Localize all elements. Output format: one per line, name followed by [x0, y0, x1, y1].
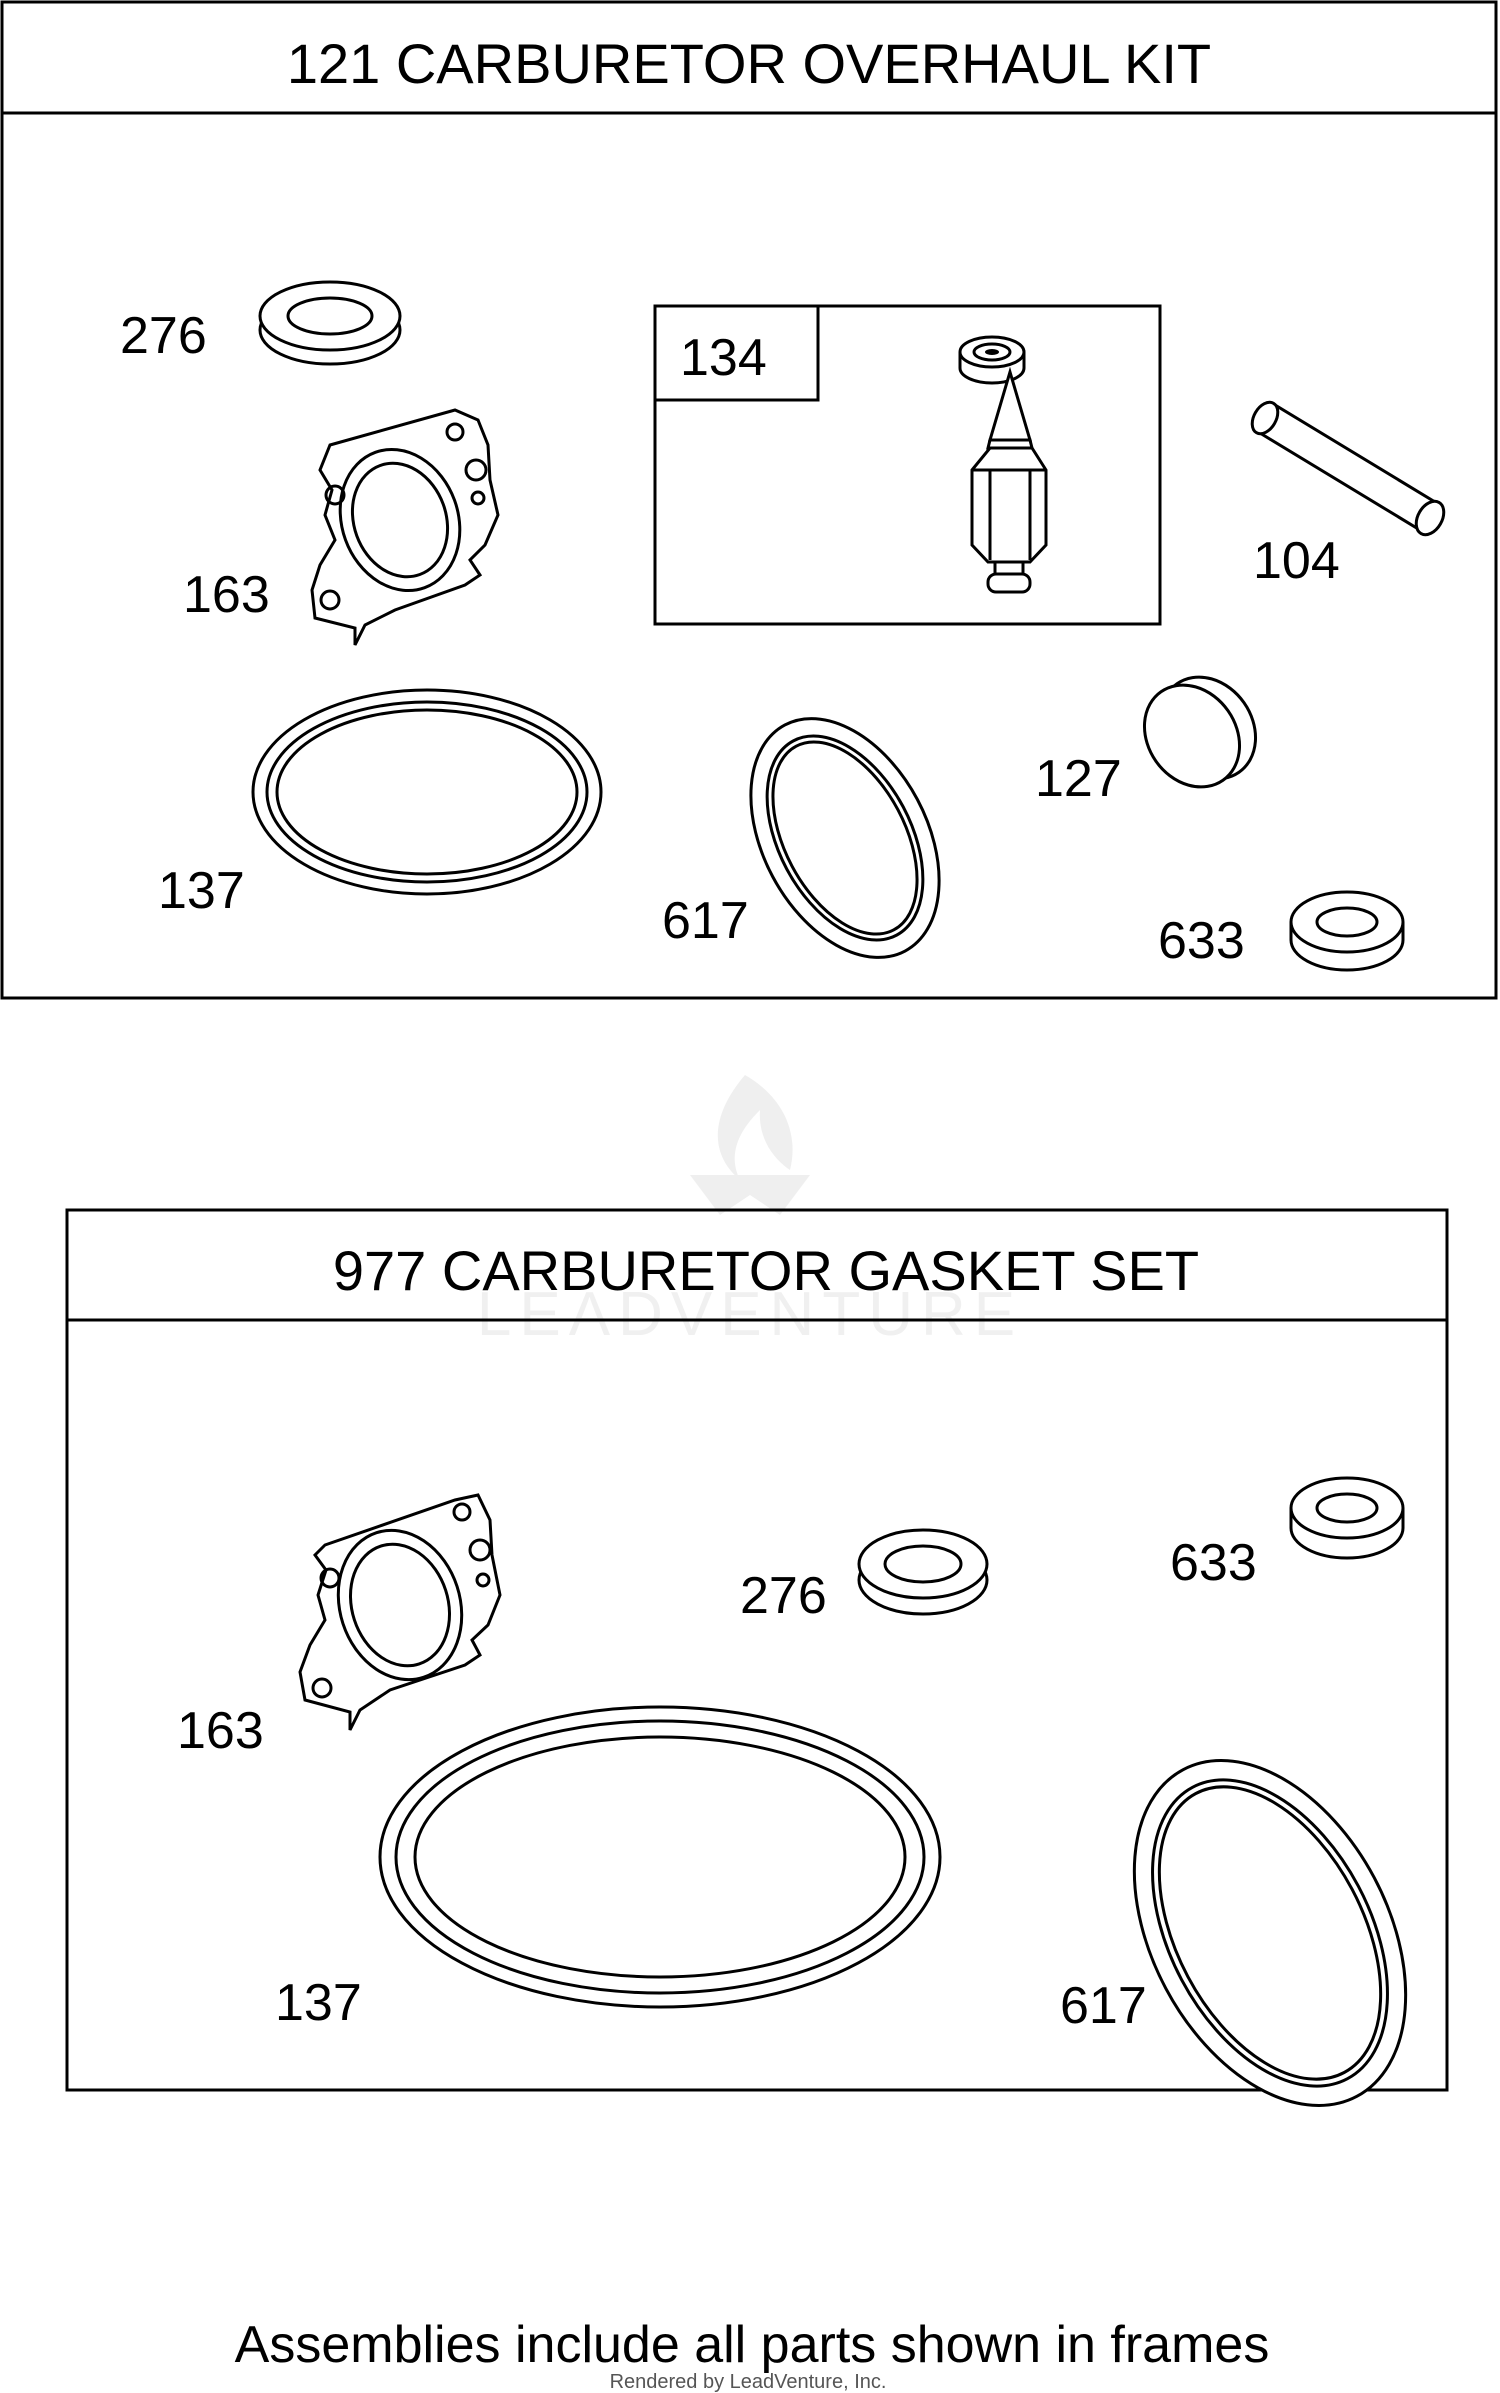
gasket-set-title: 977 CARBURETOR GASKET SET [333, 1239, 1199, 1302]
label-104: 104 [1253, 532, 1340, 590]
set-label-617: 617 [1060, 1977, 1147, 2035]
gasket-set-frame: 977 CARBURETOR GASKET SET [65, 1208, 1449, 2092]
part-104-pin [1250, 400, 1446, 537]
assemblies-note: Assemblies include all parts shown in fr… [235, 2316, 1270, 2374]
part-134-seat [958, 335, 1026, 385]
part-617-oval-gasket [749, 717, 941, 959]
label-137: 137 [158, 862, 245, 920]
set-label-633: 633 [1170, 1534, 1257, 1592]
needle-seat-subkit [653, 304, 1162, 626]
part-127-plug [1142, 675, 1258, 789]
label-127: 127 [1035, 750, 1122, 808]
part-633-washer [1289, 890, 1405, 972]
part-276-washer [258, 280, 402, 366]
watermark: LEADVENTURE [477, 1075, 1023, 1349]
label-163: 163 [183, 566, 270, 624]
set-label-163: 163 [177, 1702, 264, 1760]
part-163-gasket[interactable] [310, 408, 500, 646]
part-137-ring [251, 688, 603, 896]
render-credit: Rendered by LeadVenture, Inc. [610, 2371, 887, 2393]
set-part-137-ring [378, 1705, 942, 2009]
overhaul-kit-title: 121 CARBURETOR OVERHAUL KIT [287, 32, 1211, 95]
label-276: 276 [120, 307, 207, 365]
set-part-633-washer [1289, 1476, 1405, 1560]
set-part-276-washer [857, 1528, 989, 1616]
label-633: 633 [1158, 912, 1245, 970]
set-label-276: 276 [740, 1567, 827, 1625]
set-part-163-gasket [298, 1493, 502, 1731]
label-617: 617 [662, 892, 749, 950]
set-part-617-oval-gasket [1132, 1759, 1408, 2107]
label-134: 134 [680, 329, 767, 387]
part-134-needle [970, 366, 1048, 594]
set-label-137: 137 [275, 1974, 362, 2032]
watermark-text: LEADVENTURE [477, 1280, 1023, 1349]
overhaul-kit-frame: 121 CARBURETOR OVERHAUL KIT [0, 0, 1498, 1000]
